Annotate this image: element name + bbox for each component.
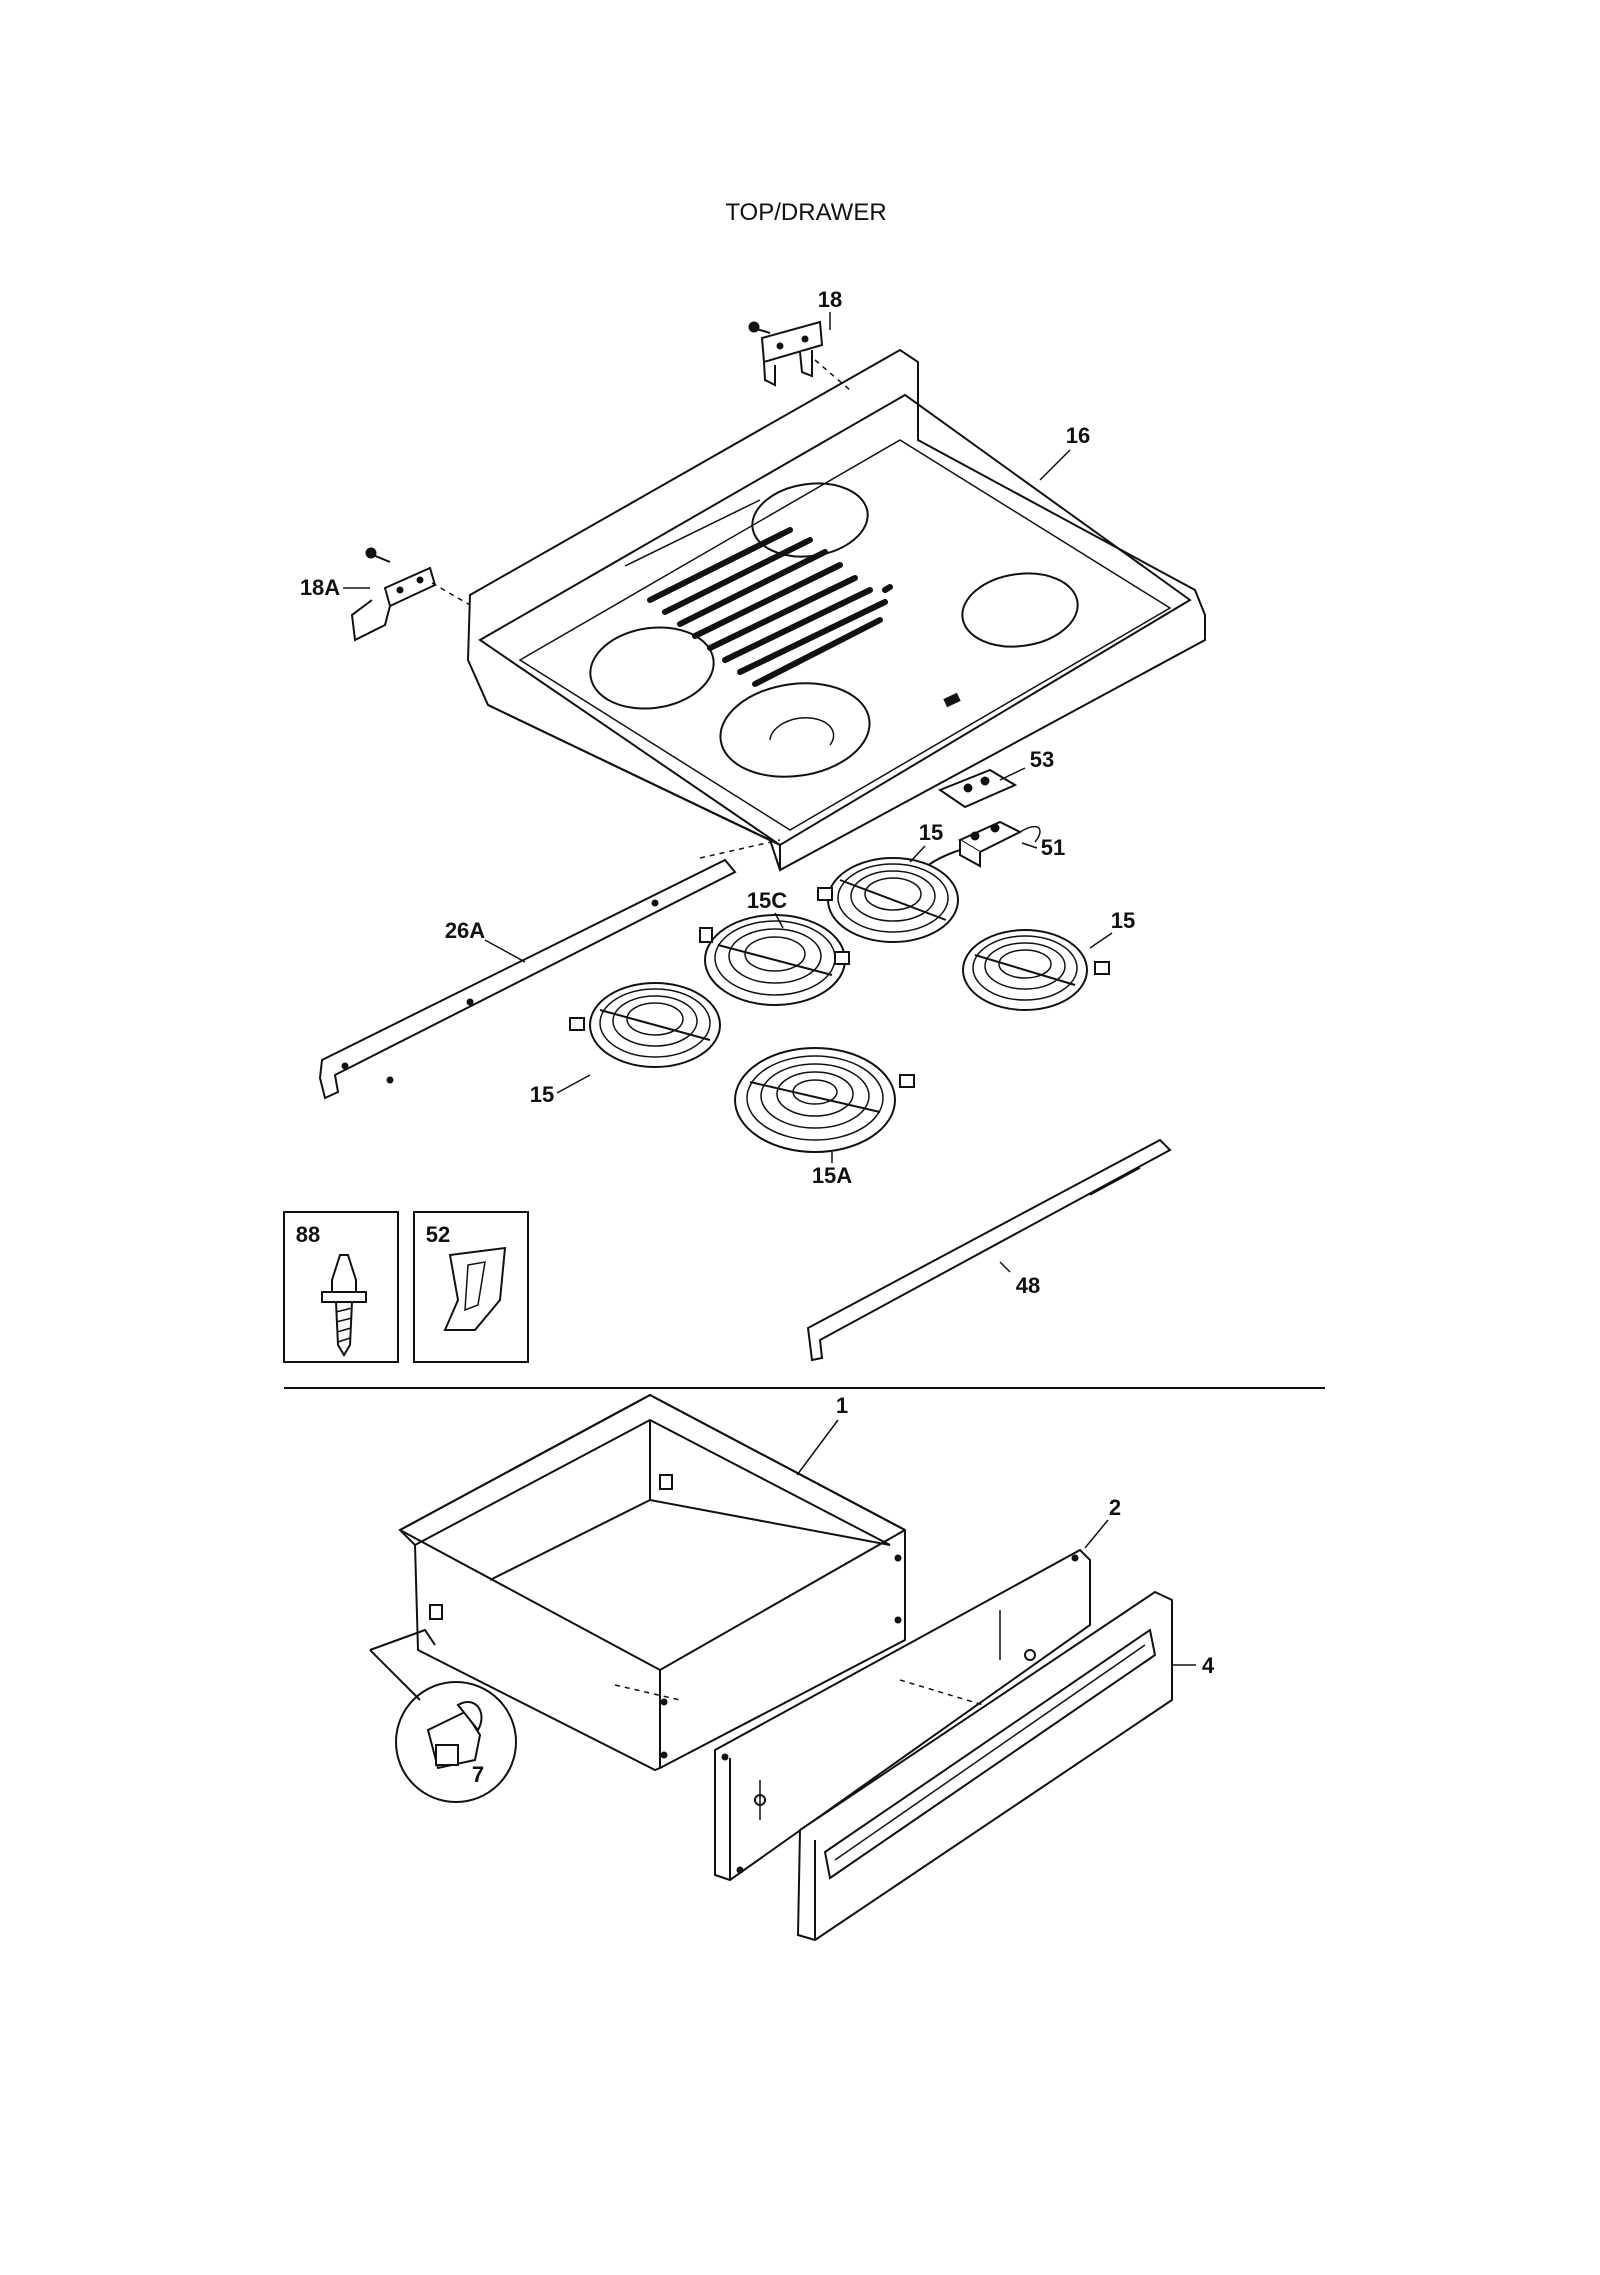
svg-text:48: 48 <box>1016 1273 1040 1298</box>
surface-element-15C <box>699 914 850 1006</box>
label-48: 48 <box>999 1261 1040 1298</box>
svg-text:15: 15 <box>530 1082 554 1107</box>
label-88: 88 <box>296 1222 320 1247</box>
label-2: 2 <box>1084 1495 1121 1549</box>
label-15-top: 15 <box>909 820 943 863</box>
svg-text:15: 15 <box>919 820 943 845</box>
label-15A: 15A <box>812 1152 852 1188</box>
svg-text:26A: 26A <box>445 918 485 943</box>
hinge-bracket-18A <box>350 547 471 642</box>
svg-text:15C: 15C <box>747 888 787 913</box>
hinge-bracket-18 <box>748 320 851 391</box>
inset-box-88 <box>283 1211 399 1363</box>
surface-element-15-left <box>569 982 721 1068</box>
label-16: 16 <box>1039 423 1090 481</box>
svg-text:2: 2 <box>1109 1495 1121 1520</box>
svg-text:53: 53 <box>1030 747 1054 772</box>
surface-element-15A <box>734 1047 915 1153</box>
inset-box-52 <box>413 1211 529 1363</box>
label-4: 4 <box>1172 1653 1215 1678</box>
svg-text:15: 15 <box>1111 908 1135 933</box>
surface-element-15-top <box>817 857 959 943</box>
label-51: 51 <box>1021 835 1065 860</box>
surface-element-15-right <box>962 929 1110 1011</box>
drawer-body-1 <box>398 1393 906 1772</box>
label-26A: 26A <box>445 918 526 963</box>
svg-text:7: 7 <box>472 1762 484 1787</box>
front-rail-48 <box>806 1138 1172 1362</box>
support-strip-26A <box>318 839 781 1100</box>
svg-text:16: 16 <box>1066 423 1090 448</box>
label-15C: 15C <box>747 888 787 929</box>
drawer-front-4 <box>796 1590 1173 1942</box>
label-15-left: 15 <box>530 1074 591 1107</box>
drawer-panel-2 <box>714 1548 1091 1882</box>
svg-text:51: 51 <box>1041 835 1065 860</box>
label-1: 1 <box>796 1393 848 1476</box>
label-7: 7 <box>472 1762 484 1787</box>
label-15-right: 15 <box>1089 908 1135 949</box>
label-18A: 18A <box>300 575 370 600</box>
svg-text:4: 4 <box>1202 1653 1215 1678</box>
svg-text:18: 18 <box>818 287 842 312</box>
label-18: 18 <box>818 287 842 330</box>
diagram-title: TOP/DRAWER <box>725 199 886 226</box>
cooktop-top-panel <box>466 348 1206 872</box>
svg-text:52: 52 <box>426 1222 450 1247</box>
label-53: 53 <box>999 747 1054 781</box>
svg-text:15A: 15A <box>812 1163 852 1188</box>
switch-block-53 <box>937 768 1018 809</box>
label-52: 52 <box>426 1222 450 1247</box>
svg-text:1: 1 <box>836 1393 848 1418</box>
svg-text:18A: 18A <box>300 575 340 600</box>
inset-circle-7 <box>369 1628 517 1803</box>
svg-text:88: 88 <box>296 1222 320 1247</box>
